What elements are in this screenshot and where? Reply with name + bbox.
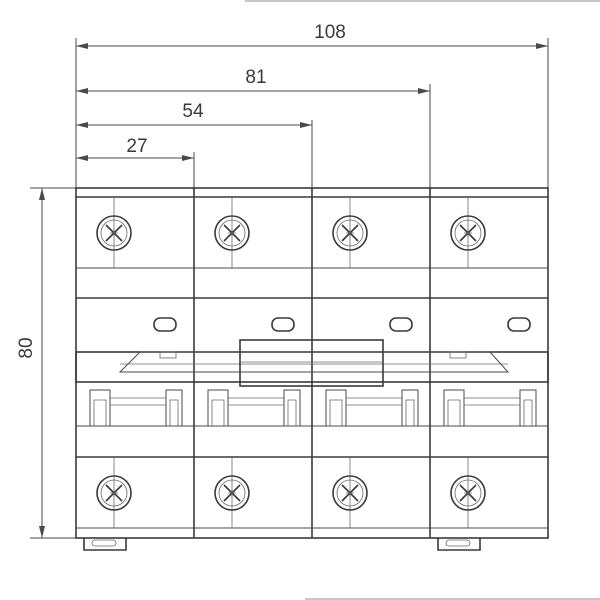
top-terminal-screw-icon — [332, 215, 368, 251]
dimension-label-108: 108 — [314, 22, 346, 43]
dimension-label-80: 80 — [16, 337, 37, 358]
status-indicator-window — [389, 317, 413, 332]
toggle-handle-bar — [75, 339, 549, 387]
bottom-terminal-screw-icon — [214, 475, 250, 511]
din-rail-clip — [83, 538, 127, 551]
status-indicator-window — [153, 317, 177, 332]
dimension-label-81: 81 — [245, 67, 266, 88]
dimension-label-27: 27 — [126, 136, 147, 157]
top-terminal-screw-icon — [450, 215, 486, 251]
bottom-terminal-screw-icon — [96, 475, 132, 511]
top-terminal-screw-icon — [214, 215, 250, 251]
width-dimensions: 108 81 54 27 — [75, 22, 549, 188]
status-indicator-window — [271, 317, 295, 332]
pole-mechanism — [89, 389, 183, 426]
din-rail-clip — [437, 538, 481, 551]
pole-mechanism — [207, 389, 301, 426]
height-dimension: 80 — [16, 187, 76, 539]
bottom-terminal-screw-icon — [450, 475, 486, 511]
breaker-body — [75, 187, 549, 539]
pole-mechanism — [325, 389, 419, 426]
dimension-label-54: 54 — [182, 101, 204, 122]
dimension-54: 54 — [76, 101, 312, 128]
status-indicator-window — [507, 317, 531, 332]
pole-mechanism — [443, 389, 537, 426]
bottom-terminal-screw-icon — [332, 475, 368, 511]
handle-tie-bar — [239, 339, 384, 387]
dimension-81: 81 — [76, 67, 430, 94]
top-terminal-screw-icon — [96, 215, 132, 251]
dimension-108: 108 — [76, 22, 548, 49]
poles-group — [83, 197, 537, 551]
dimension-27: 27 — [76, 136, 194, 161]
